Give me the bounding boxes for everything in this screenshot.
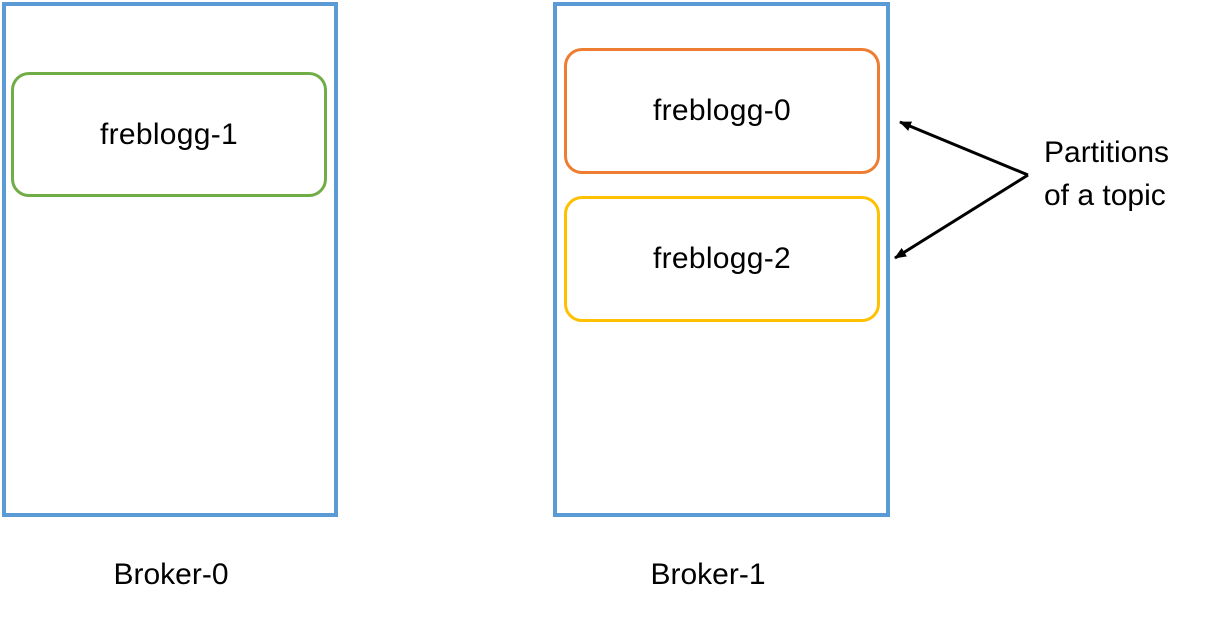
arrow-to-freblogg-0 xyxy=(899,120,1029,177)
partition-freblogg-0: freblogg-0 xyxy=(564,48,880,174)
arrow-to-freblogg-2 xyxy=(894,173,1029,260)
annotation-line-1: Partitions xyxy=(1044,136,1170,169)
annotation-line-2: of a topic xyxy=(1044,179,1166,212)
partition-freblogg-1: freblogg-1 xyxy=(11,72,327,197)
partition-label: freblogg-2 xyxy=(652,242,792,275)
partitions-annotation: Partitions of a topic xyxy=(1044,131,1169,217)
broker-0-label: Broker-0 xyxy=(113,558,229,591)
partition-label: freblogg-1 xyxy=(99,117,239,151)
broker-1-label: Broker-1 xyxy=(650,558,766,591)
partition-label: freblogg-0 xyxy=(652,94,792,127)
partition-freblogg-2: freblogg-2 xyxy=(564,196,880,322)
